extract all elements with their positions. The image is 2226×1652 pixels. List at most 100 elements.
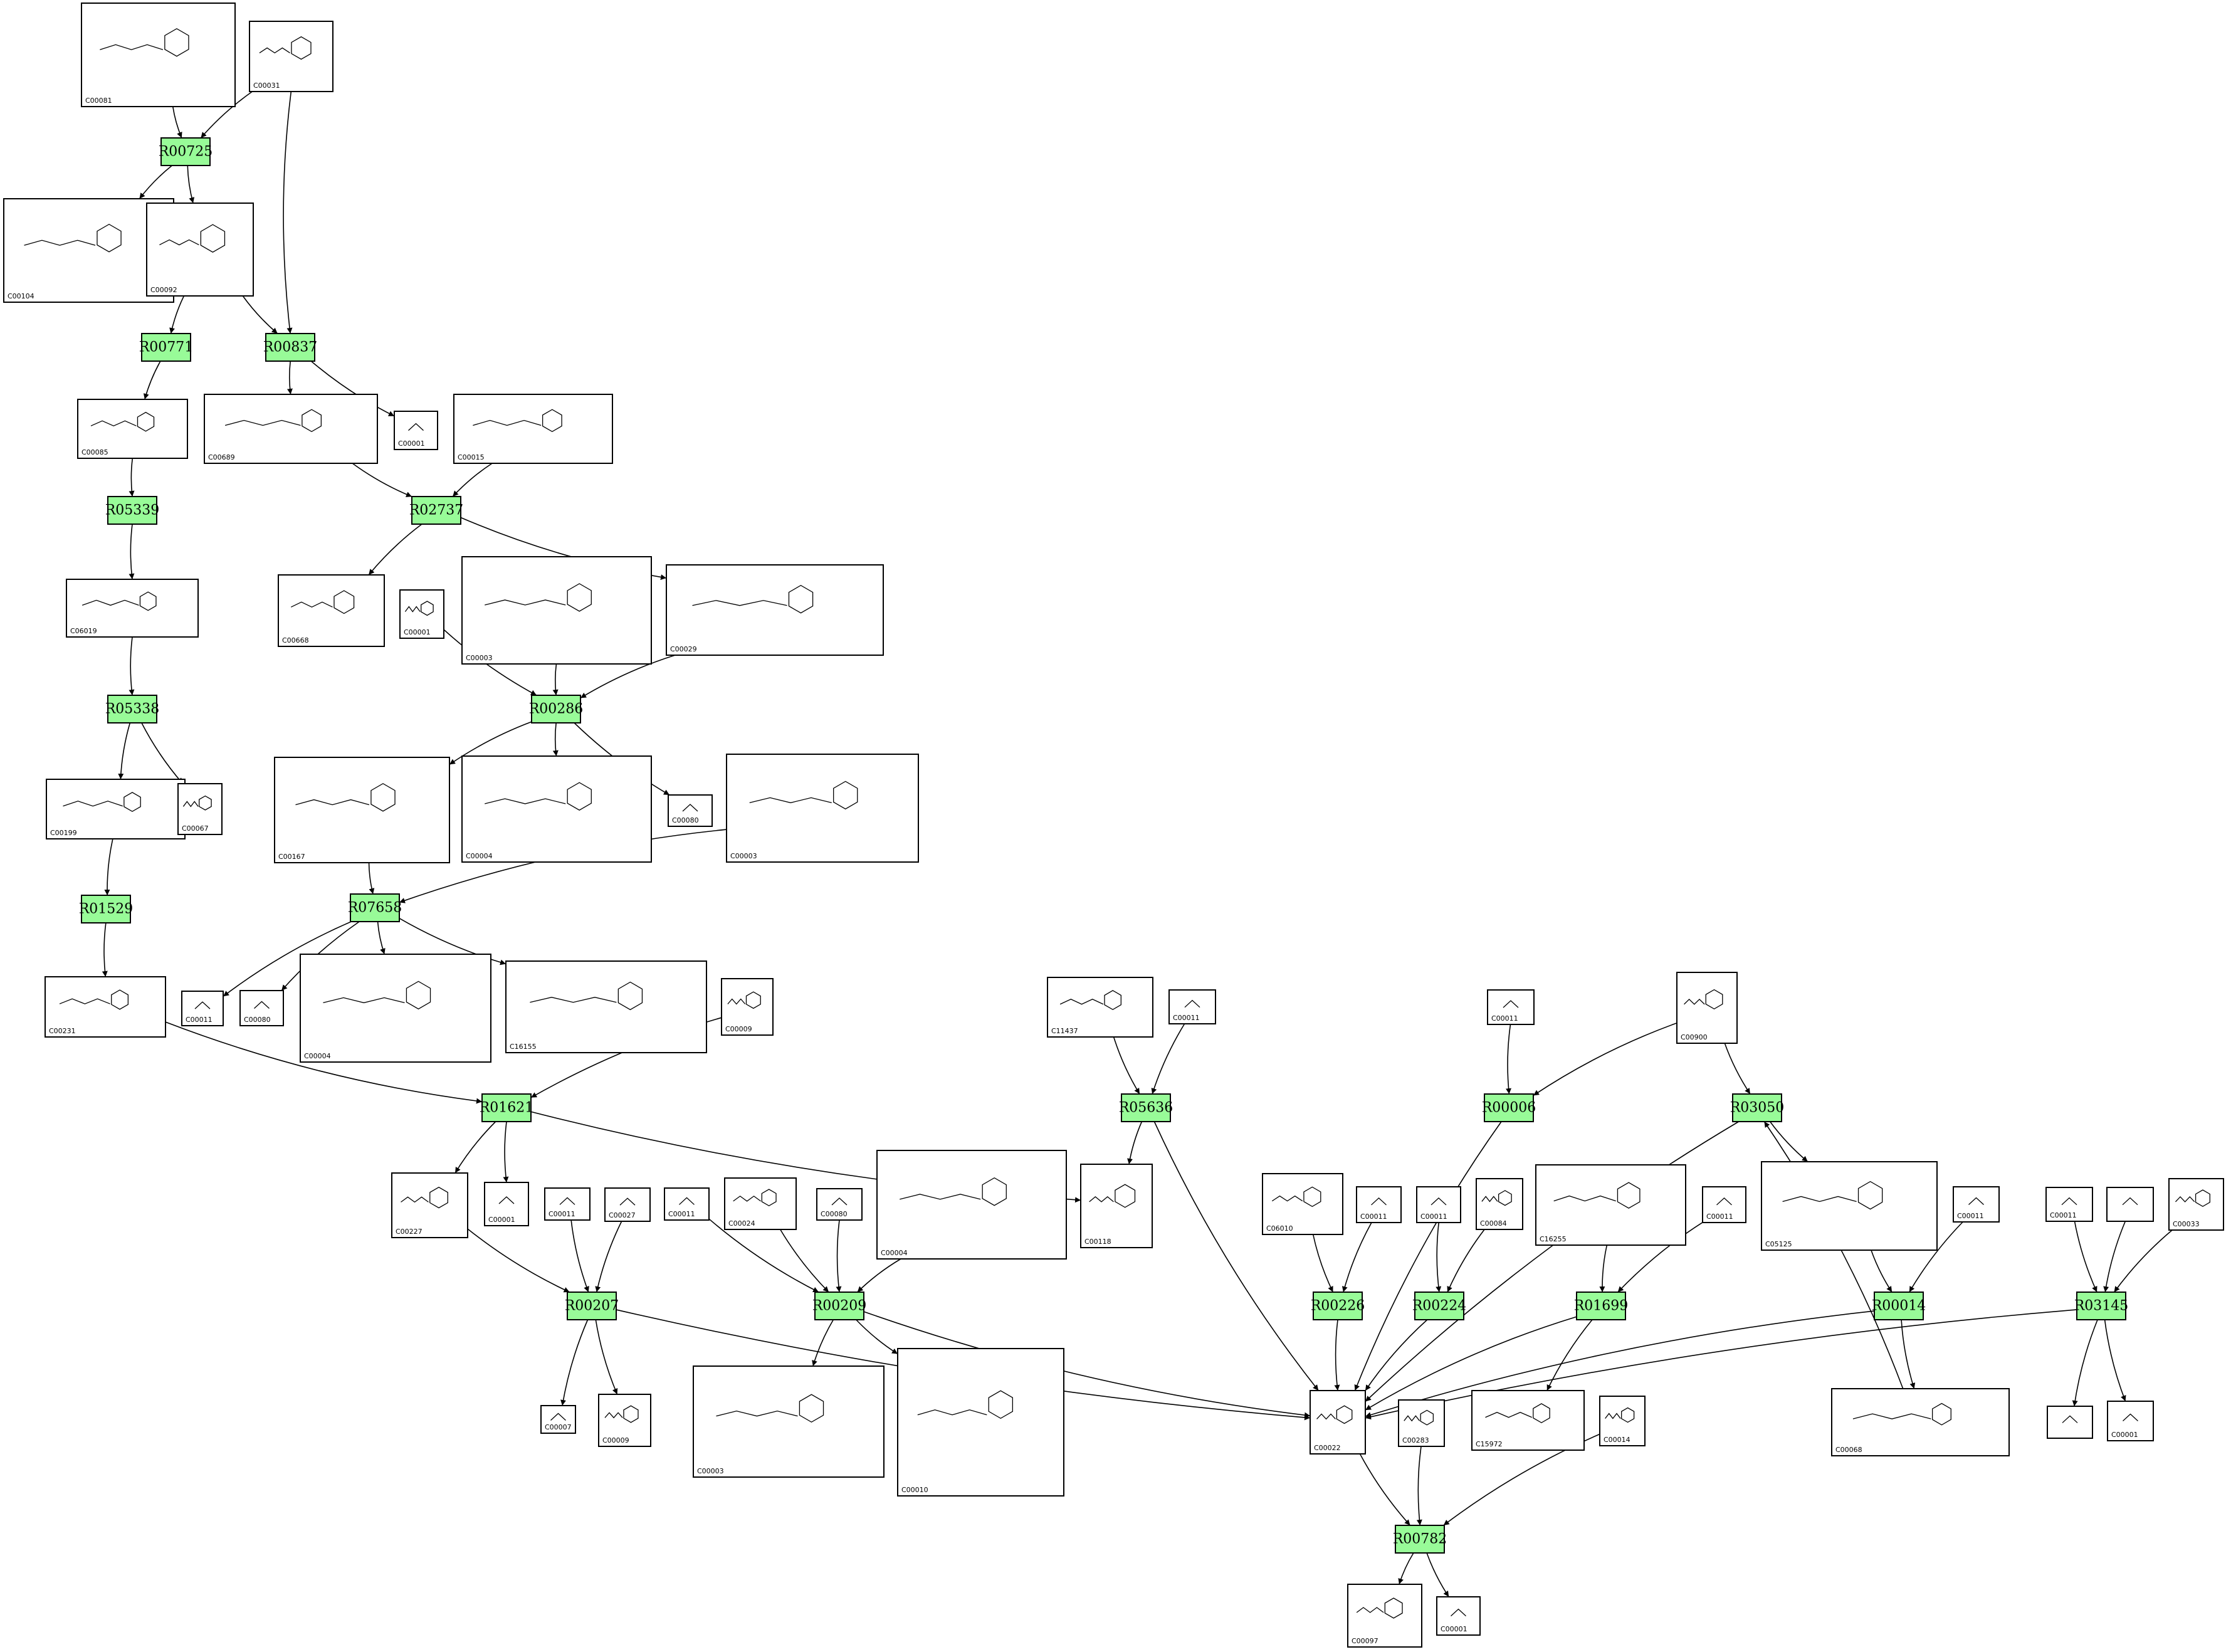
compound-n26[interactable]: C11437	[1047, 977, 1153, 1038]
compound-n34[interactable]: C00011	[664, 1187, 710, 1221]
chain-sketch	[323, 997, 405, 1004]
compound-n13[interactable]: C00029	[666, 564, 884, 656]
reaction-box	[141, 333, 191, 362]
compound-n46[interactable]: C00011	[1953, 1186, 2000, 1223]
compound-n4[interactable]: C00092	[146, 203, 254, 297]
compound-n51[interactable]: C00009	[598, 1394, 651, 1447]
compound-n24[interactable]: C16155	[505, 960, 707, 1053]
compound-n54[interactable]: C00022	[1310, 1390, 1366, 1455]
compound-n37[interactable]: C00004	[876, 1150, 1067, 1260]
compound-n2[interactable]: C00031	[249, 21, 333, 92]
compound-n35[interactable]: C00024	[724, 1177, 797, 1230]
compound-n47[interactable]: C00011	[2045, 1187, 2093, 1222]
compound-n58[interactable]: C00068	[1831, 1388, 2010, 1456]
reaction-R00014[interactable]: R00014	[1872, 1292, 1926, 1320]
compound-n23[interactable]: C00004	[300, 954, 491, 1063]
compound-n11[interactable]: C00001	[399, 589, 444, 639]
compound-n15[interactable]: C00067	[177, 783, 223, 835]
compound-n41[interactable]: C00011	[1416, 1186, 1461, 1223]
compound-n3[interactable]: C00104	[3, 198, 174, 303]
compound-n52[interactable]: C00003	[693, 1365, 885, 1478]
compound-n39[interactable]: C06010	[1262, 1173, 1343, 1235]
compound-n9[interactable]: C06019	[66, 579, 199, 638]
reaction-label: R02737	[409, 503, 464, 518]
compound-n5[interactable]: C00085	[77, 399, 188, 459]
reaction-R00209[interactable]: R00209	[812, 1292, 867, 1320]
reaction-R05338[interactable]: R05338	[105, 695, 160, 723]
compound-n40[interactable]: C00011	[1356, 1186, 1402, 1223]
reaction-R00006[interactable]: R00006	[1482, 1093, 1536, 1122]
reaction-R03145[interactable]: R03145	[2074, 1292, 2129, 1320]
compound-n61[interactable]: C00097	[1347, 1584, 1422, 1648]
compound-n29[interactable]: C00900	[1676, 972, 1738, 1044]
compound-n50[interactable]: C00007	[540, 1405, 576, 1434]
reaction-R00224[interactable]: R00224	[1412, 1292, 1467, 1320]
compound-n38[interactable]: C00118	[1080, 1164, 1153, 1248]
reaction-R00207[interactable]: R00207	[565, 1292, 619, 1320]
compound-label: C00031	[253, 82, 280, 90]
compound-label: C00001	[1441, 1625, 1467, 1633]
reaction-R00725[interactable]: R00725	[159, 137, 213, 166]
compound-box	[77, 399, 188, 459]
compound-n44[interactable]: C00011	[1702, 1186, 1746, 1223]
compound-n19[interactable]: C00003	[726, 754, 919, 863]
compound-n28[interactable]: C00011	[1487, 989, 1535, 1025]
compound-n36[interactable]: C00080	[816, 1188, 863, 1221]
reaction-R05339[interactable]: R05339	[105, 496, 160, 525]
compound-n31[interactable]: C00001	[484, 1182, 529, 1226]
edge-n33-R00207	[595, 1221, 622, 1293]
reaction-box	[1576, 1292, 1626, 1320]
compound-n60[interactable]: C00001	[2107, 1401, 2154, 1441]
edge-R01699-n56	[1546, 1319, 1593, 1391]
compound-label: C00022	[1314, 1444, 1341, 1452]
compound-box	[1702, 1186, 1746, 1223]
reaction-R01621[interactable]: R01621	[480, 1093, 534, 1122]
compound-n8[interactable]: C00015	[453, 394, 613, 464]
compound-n55[interactable]: C00283	[1398, 1399, 1445, 1447]
compound-n53[interactable]: C00010	[897, 1348, 1064, 1497]
compound-n10[interactable]: C00668	[278, 574, 385, 647]
reaction-R00837[interactable]: R00837	[263, 333, 318, 362]
compound-box	[721, 978, 774, 1036]
compound-n20[interactable]: C00231	[45, 976, 166, 1038]
compound-n56[interactable]: C15972	[1471, 1390, 1585, 1451]
compound-n59[interactable]	[2047, 1406, 2093, 1439]
compound-n25[interactable]: C00009	[721, 978, 774, 1036]
compound-box	[3, 198, 174, 303]
reaction-R03050[interactable]: R03050	[1730, 1093, 1785, 1122]
compound-n27[interactable]: C00011	[1168, 989, 1216, 1024]
compound-box	[544, 1187, 591, 1221]
compound-n21[interactable]: C00011	[181, 991, 224, 1026]
compound-n45[interactable]: C05125	[1761, 1161, 1938, 1251]
reaction-R01529[interactable]: R01529	[79, 895, 134, 923]
reaction-R00226[interactable]: R00226	[1311, 1292, 1365, 1320]
compound-n14[interactable]: C00199	[46, 779, 186, 839]
compound-n49[interactable]: C00033	[2168, 1178, 2224, 1231]
compound-n32[interactable]: C00011	[544, 1187, 591, 1221]
ring-sketch	[2195, 1189, 2210, 1207]
compound-n57[interactable]: C00014	[1599, 1396, 1646, 1446]
compound-n6[interactable]: C00689	[204, 394, 378, 464]
compound-n16[interactable]: C00167	[274, 757, 450, 863]
compound-n42[interactable]: C00084	[1476, 1178, 1523, 1230]
reaction-R02737[interactable]: R02737	[409, 496, 464, 525]
reaction-R00782[interactable]: R00782	[1393, 1525, 1447, 1554]
ring-sketch	[1705, 989, 1723, 1010]
reaction-R00771[interactable]: R00771	[139, 333, 194, 362]
reaction-R05636[interactable]: R05636	[1119, 1093, 1173, 1122]
compound-n7[interactable]: C00001	[394, 411, 438, 450]
compound-n18[interactable]: C00080	[668, 794, 713, 827]
compound-n33[interactable]: C00027	[604, 1187, 651, 1222]
reaction-R01699[interactable]: R01699	[1574, 1292, 1629, 1320]
compound-n62[interactable]: C00001	[1436, 1596, 1481, 1636]
compound-n43[interactable]: C16255	[1535, 1164, 1686, 1246]
compound-n30[interactable]: C00227	[391, 1172, 468, 1238]
edge-R07658-n23	[377, 921, 386, 955]
compound-n12[interactable]: C00003	[461, 556, 652, 665]
compound-n1[interactable]: C00081	[81, 3, 236, 107]
compound-n17[interactable]: C00004	[461, 755, 652, 863]
reaction-R07658[interactable]: R07658	[348, 893, 402, 922]
compound-n48[interactable]	[2106, 1187, 2154, 1222]
compound-n22[interactable]: C00080	[239, 990, 284, 1026]
reaction-R00286[interactable]: R00286	[529, 695, 584, 723]
